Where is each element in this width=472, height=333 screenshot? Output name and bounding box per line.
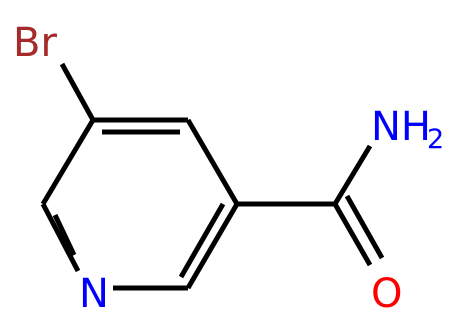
atom-br-label: Br (13, 20, 57, 66)
bond-c7-o-second (344, 194, 385, 260)
bond-n1-c6-inner (52, 213, 77, 257)
atom-nh2-label: NH (371, 104, 431, 150)
bond-c7-o (332, 202, 373, 267)
atom-o-label: O (371, 271, 402, 317)
bond-c4-c3 (185, 118, 240, 206)
bond-br-c5 (59, 62, 96, 122)
bond-c6-c5 (40, 118, 96, 206)
bonds (40, 62, 385, 291)
atom-labels: Br N NH 2 O (13, 20, 444, 317)
atom-n-ring-label: N (79, 271, 109, 317)
bond-c3-c2 (185, 202, 240, 290)
bond-c7-nh2 (332, 144, 373, 206)
bond-c3-c2-inner (178, 202, 226, 279)
atom-nh2-subscript: 2 (427, 124, 444, 155)
bond-n1-c6 (40, 202, 81, 273)
